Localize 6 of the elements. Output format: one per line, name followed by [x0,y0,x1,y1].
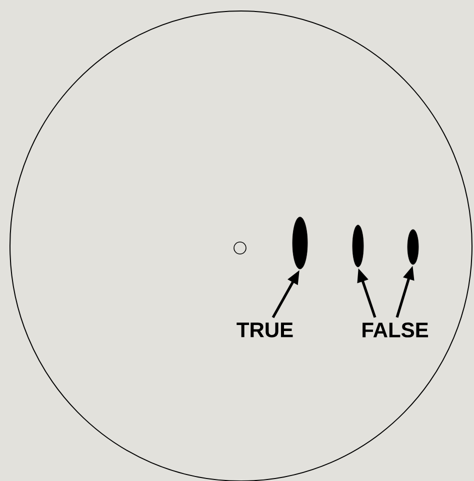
label-text: TRUE [236,322,293,338]
filled-oval [352,224,364,268]
circle-outline [234,242,246,254]
filled-oval [292,216,308,270]
label-text: FALSE [362,322,428,338]
filled-oval [407,229,419,265]
